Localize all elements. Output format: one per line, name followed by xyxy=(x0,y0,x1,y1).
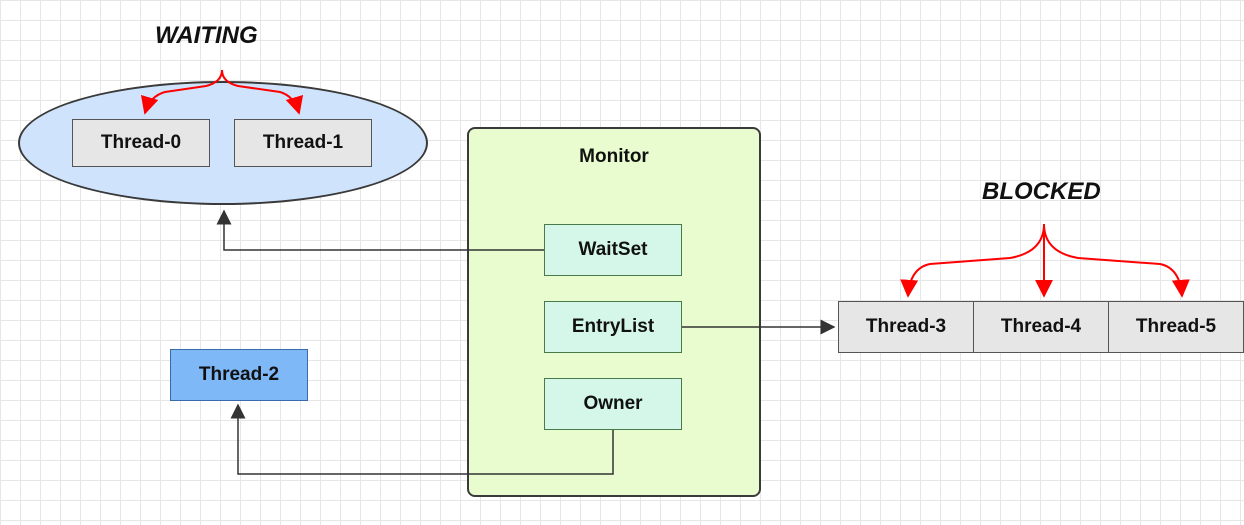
waitset-box: WaitSet xyxy=(544,224,682,276)
owner-box: Owner xyxy=(544,378,682,430)
waiting-label: WAITING xyxy=(155,22,258,49)
thread-3-box: Thread-3 xyxy=(839,302,974,352)
thread-1-box: Thread-1 xyxy=(234,119,372,167)
blocked-thread-row: Thread-3 Thread-4 Thread-5 xyxy=(838,301,1244,353)
waiting-arrow-thread-1 xyxy=(221,69,304,115)
thread-4-box: Thread-4 xyxy=(974,302,1109,352)
waiting-arrow-thread-0 xyxy=(140,69,223,115)
owner-to-thread-2-link xyxy=(230,403,614,475)
blocked-arrow-thread-3 xyxy=(900,223,1045,298)
blocked-label: BLOCKED xyxy=(982,178,1101,205)
thread-5-box: Thread-5 xyxy=(1135,316,1217,337)
thread-0-box: Thread-0 xyxy=(72,119,210,167)
entrylist-box: EntryList xyxy=(544,301,682,353)
monitor-title: Monitor xyxy=(579,146,649,167)
blocked-arrow-thread-5 xyxy=(1043,223,1190,298)
waitset-to-waiting-link xyxy=(216,209,544,251)
thread-2-box: Thread-2 xyxy=(170,349,308,401)
